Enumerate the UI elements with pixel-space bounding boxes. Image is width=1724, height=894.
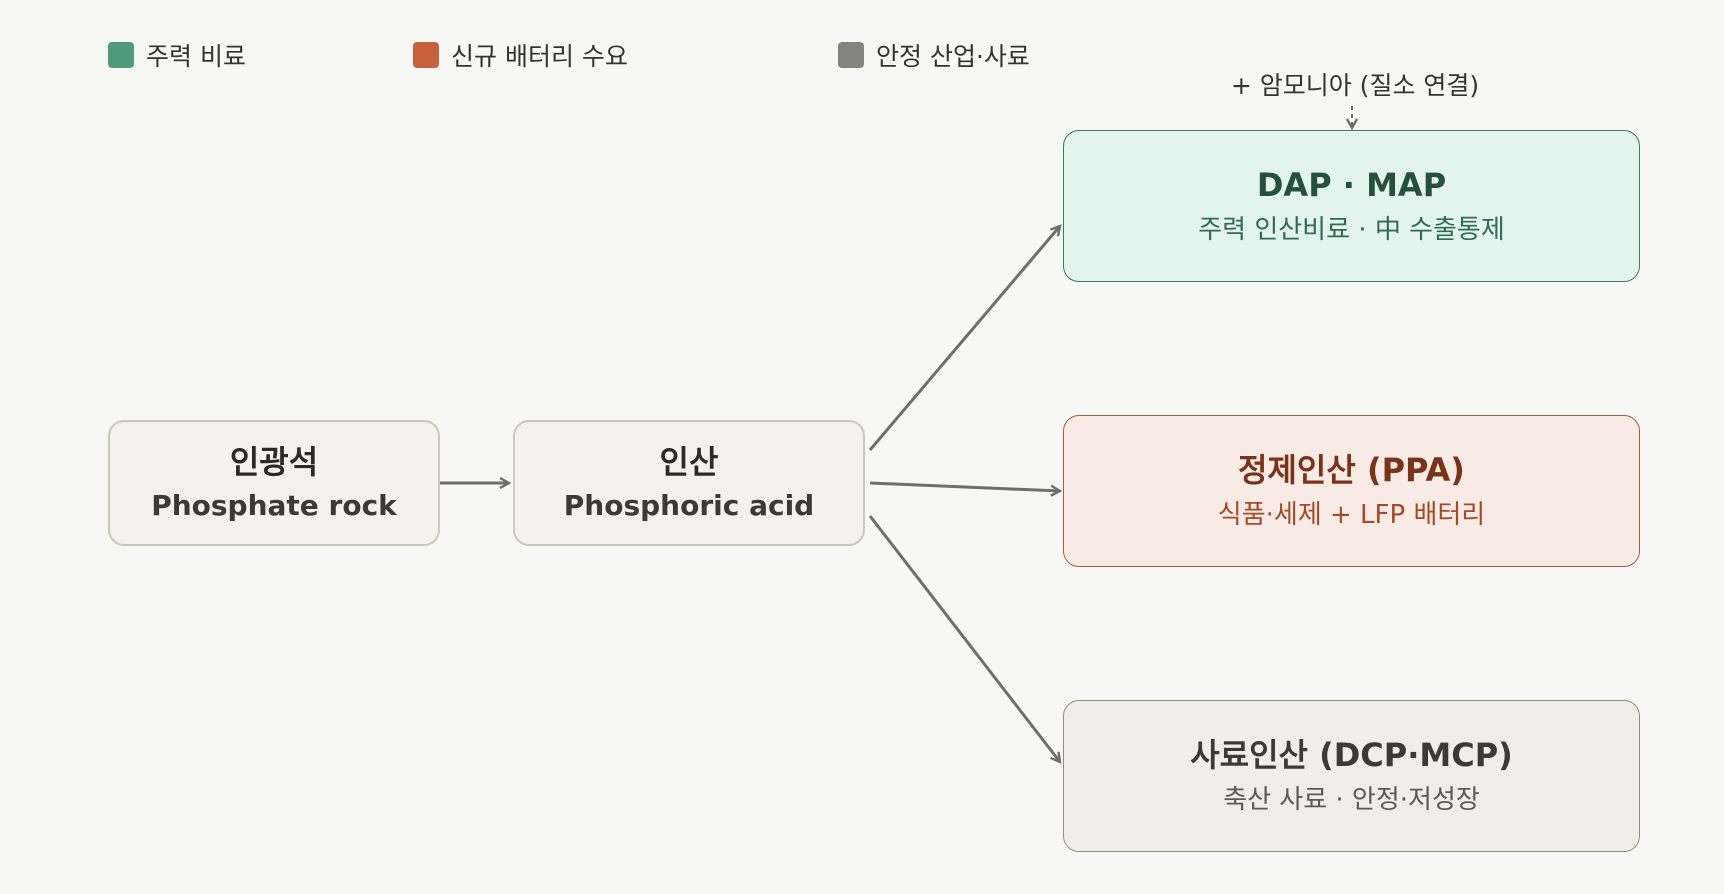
legend-item-battery: 신규 배터리 수요 bbox=[413, 37, 628, 73]
legend-label-industry: 안정 산업·사료 bbox=[876, 42, 1030, 71]
legend-swatch-grey bbox=[838, 42, 864, 68]
node-title: 정제인산 (PPA) bbox=[1238, 451, 1465, 490]
node-title: 인산 bbox=[659, 443, 719, 481]
node-feed-phosphate: 사료인산 (DCP·MCP) 축산 사료 · 안정·저성장 bbox=[1063, 700, 1640, 852]
node-title: 사료인산 (DCP·MCP) bbox=[1190, 736, 1513, 775]
node-phosphoric-acid: 인산 Phosphoric acid bbox=[513, 420, 865, 546]
node-subtitle: Phosphoric acid bbox=[563, 489, 815, 523]
arrow-acid-to-dap bbox=[868, 226, 1060, 451]
node-subtitle: 식품·세제 + LFP 배터리 bbox=[1217, 499, 1486, 530]
node-dap-map: DAP · MAP 주력 인산비료 · 中 수출통제 bbox=[1063, 130, 1640, 282]
node-subtitle: Phosphate rock bbox=[151, 489, 397, 523]
legend-swatch-orange bbox=[413, 42, 439, 68]
node-subtitle: 주력 인산비료 · 中 수출통제 bbox=[1198, 214, 1505, 245]
legend-label-fertilizer: 주력 비료 bbox=[146, 42, 246, 71]
legend-item-fertilizer: 주력 비료 bbox=[108, 37, 246, 73]
arrow-acid-to-feed bbox=[868, 515, 1060, 762]
legend-label-battery: 신규 배터리 수요 bbox=[451, 42, 628, 71]
ammonia-note: + 암모니아 (질소 연결) bbox=[1230, 71, 1480, 100]
legend-swatch-green bbox=[108, 42, 134, 68]
arrow-acid-to-ppa bbox=[869, 481, 1060, 491]
node-ppa: 정제인산 (PPA) 식품·세제 + LFP 배터리 bbox=[1063, 415, 1640, 567]
node-subtitle: 축산 사료 · 안정·저성장 bbox=[1223, 784, 1480, 815]
node-title: DAP · MAP bbox=[1256, 166, 1447, 205]
node-title: 인광석 bbox=[229, 443, 319, 481]
legend-item-industry: 안정 산업·사료 bbox=[838, 37, 1030, 73]
node-phosphate-rock: 인광석 Phosphate rock bbox=[108, 420, 440, 546]
